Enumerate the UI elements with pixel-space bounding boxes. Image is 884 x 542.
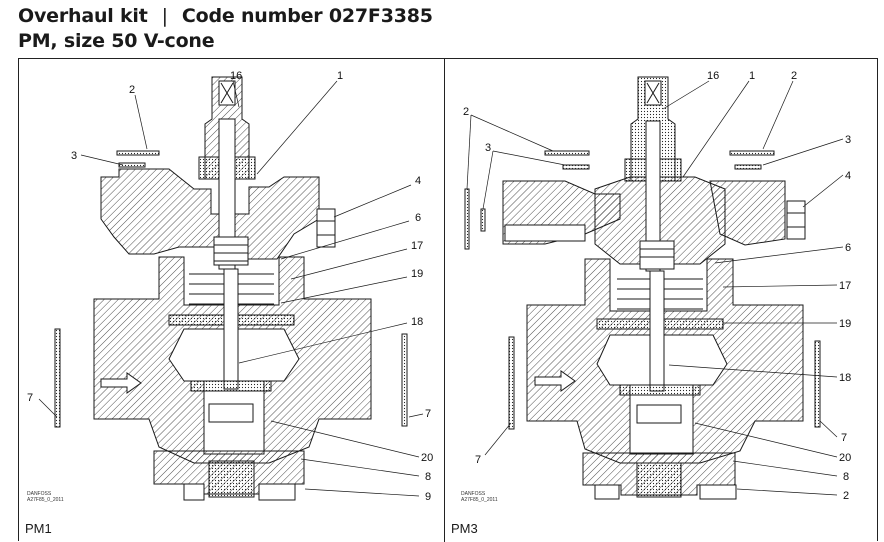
callout-4: 4: [415, 175, 421, 187]
docref-line1: DANFOSS: [461, 491, 486, 497]
callout-3: 3: [71, 150, 77, 162]
callout-9: 9: [425, 491, 431, 503]
callout-18: 18: [839, 372, 851, 384]
callout-2-top: 2: [791, 70, 797, 82]
title-separator: |: [161, 5, 168, 27]
callout-1: 1: [337, 70, 343, 82]
callout-18: 18: [411, 316, 423, 328]
pm1-document-ref: DANFOSS A27F85_0_2011: [27, 491, 64, 503]
callout-1: 1: [749, 70, 755, 82]
callout-20: 20: [839, 452, 851, 464]
callout-17: 17: [839, 280, 851, 292]
page-subtitle: PM, size 50 V-cone: [18, 30, 215, 52]
callout-19: 19: [839, 318, 851, 330]
callout-17: 17: [411, 240, 423, 252]
docref-line2: A27F85_0_2011: [27, 497, 64, 503]
docref-line1: DANFOSS: [27, 491, 52, 497]
panel-pm1: 16 1 2 3 4 6 17 19 18 7 7 20 8 9 DANFOSS…: [19, 59, 445, 542]
pm1-exploded-drawing: 16 1 2 3 4 6 17 19 18 7 7 20 8 9: [27, 70, 433, 503]
callout-19: 19: [411, 268, 423, 280]
callout-20: 20: [421, 452, 433, 464]
page-title: Overhaul kit | Code number 027F3385: [18, 4, 878, 29]
callout-16: 16: [230, 70, 242, 82]
callout-7-right: 7: [841, 432, 847, 444]
callout-6: 6: [415, 212, 421, 224]
callout-2: 2: [129, 84, 135, 96]
callout-3-right: 3: [845, 134, 851, 146]
callout-8: 8: [425, 471, 431, 483]
callout-2-left: 2: [463, 106, 469, 118]
callout-7-left: 7: [475, 454, 481, 466]
callout-8: 8: [843, 471, 849, 483]
callout-3-left: 3: [485, 142, 491, 154]
docref-line2: A27F85_0_2011: [461, 497, 498, 503]
title-code: Code number 027F3385: [181, 5, 433, 27]
panel-label-pm3: PM3: [451, 521, 478, 536]
callout-2-bottom: 2: [843, 490, 849, 502]
page-header: Overhaul kit | Code number 027F3385 PM, si…: [18, 4, 878, 54]
callout-6: 6: [845, 242, 851, 254]
pm3-exploded-drawing: 16 1 2 2 3 3 4 6 17 19 18 7 7 20 8 2: [463, 70, 851, 502]
title-kit: Overhaul kit: [18, 5, 148, 27]
callout-16: 16: [707, 70, 719, 82]
callout-7-right: 7: [425, 408, 431, 420]
pm3-document-ref: DANFOSS A27F85_0_2011: [461, 491, 498, 503]
panel-pm3: 16 1 2 2 3 3 4 6 17 19 18 7 7 20 8 2 DAN…: [445, 59, 877, 542]
panel-label-pm1: PM1: [25, 521, 52, 536]
callout-4: 4: [845, 170, 851, 182]
diagram-frame: 16 1 2 3 4 6 17 19 18 7 7 20 8 9 DANFOSS…: [18, 58, 878, 542]
callout-7-left: 7: [27, 392, 33, 404]
